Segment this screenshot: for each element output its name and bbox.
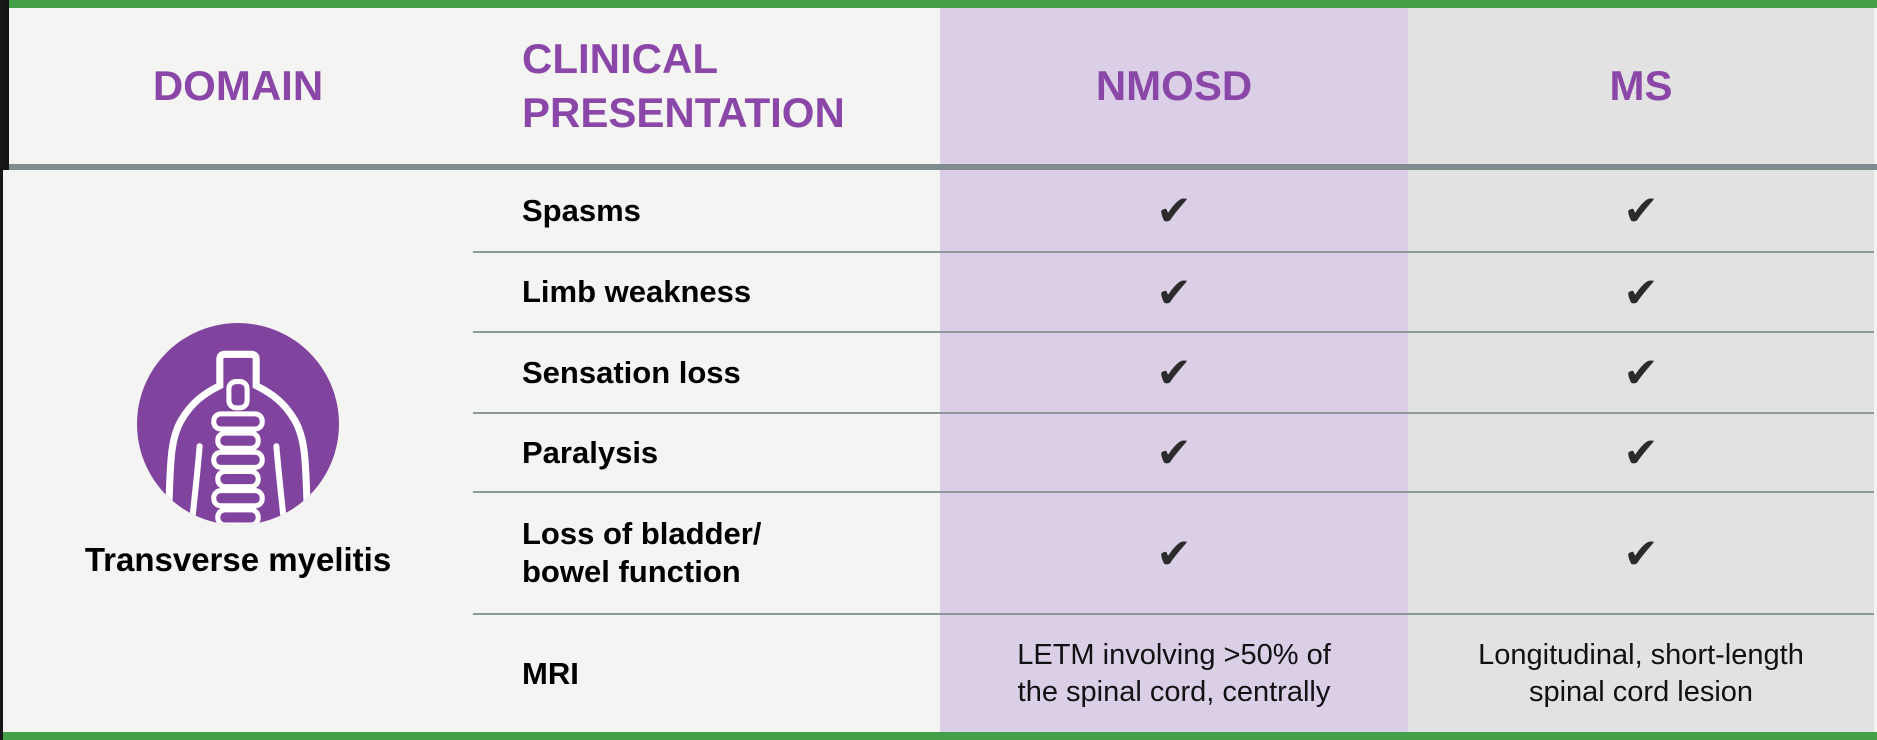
row-label: Limb weakness — [473, 251, 940, 331]
row-label: Spasms — [522, 192, 641, 228]
checkmark-icon: ✔ — [1156, 349, 1192, 396]
row-label: Loss of bladder/ bowel function — [473, 491, 940, 613]
checkmark-icon: ✔ — [1623, 529, 1659, 577]
checkmark-icon: ✔ — [1623, 187, 1659, 234]
bottom-accent-bar — [3, 732, 1877, 740]
nmosd-cell: ✔ — [940, 491, 1408, 613]
nmosd-cell: ✔ — [940, 412, 1408, 491]
top-accent-bar — [3, 0, 1877, 8]
checkmark-icon: ✔ — [1623, 429, 1659, 476]
row-label: Paralysis — [473, 412, 940, 491]
row-label: MRI — [473, 613, 940, 732]
spine-back-icon — [137, 323, 339, 525]
header-ms-label: MS — [1609, 62, 1673, 109]
header-cell-clinical-presentation: CLINICAL PRESENTATION — [473, 8, 940, 164]
ms-cell: Longitudinal, short-length spinal cord l… — [1408, 613, 1874, 732]
nmosd-cell: LETM involving >50% of the spinal cord, … — [940, 613, 1408, 732]
nmosd-cell: ✔ — [940, 251, 1408, 331]
checkmark-icon: ✔ — [1623, 349, 1659, 396]
checkmark-icon: ✔ — [1156, 429, 1192, 476]
nmosd-cell: ✔ — [940, 170, 1408, 251]
ms-cell: ✔ — [1408, 170, 1874, 251]
header-left-accent-bar — [3, 0, 9, 170]
checkmark-icon: ✔ — [1156, 268, 1192, 316]
spine — [211, 379, 265, 525]
checkmark-icon: ✔ — [1156, 529, 1192, 577]
header-clinical-label: CLINICAL PRESENTATION — [522, 35, 845, 136]
ms-cell: ✔ — [1408, 251, 1874, 331]
header-domain-label: DOMAIN — [152, 62, 324, 109]
header-cell-ms: MS — [1408, 8, 1874, 164]
header-cell-nmosd: NMOSD — [940, 8, 1408, 164]
checkmark-icon: ✔ — [1156, 187, 1192, 234]
table-body: Transverse myelitis Spasms ✔ ✔ Limb weak… — [3, 170, 1877, 732]
ms-cell: ✔ — [1408, 331, 1874, 412]
domain-label: Transverse myelitis — [84, 541, 392, 578]
header-row: DOMAIN CLINICAL PRESENTATION NMOSD MS — [3, 8, 1877, 170]
header-nmosd-label: NMOSD — [1095, 62, 1253, 109]
header-cell-domain: DOMAIN — [3, 8, 473, 164]
icon-circle-background — [137, 323, 339, 525]
row-label: Sensation loss — [473, 331, 940, 412]
domain-cell: Transverse myelitis — [3, 170, 473, 732]
ms-cell: ✔ — [1408, 412, 1874, 491]
checkmark-icon: ✔ — [1623, 268, 1659, 316]
torso-outline — [163, 350, 313, 525]
nmosd-cell: ✔ — [940, 331, 1408, 412]
ms-cell: ✔ — [1408, 491, 1874, 613]
